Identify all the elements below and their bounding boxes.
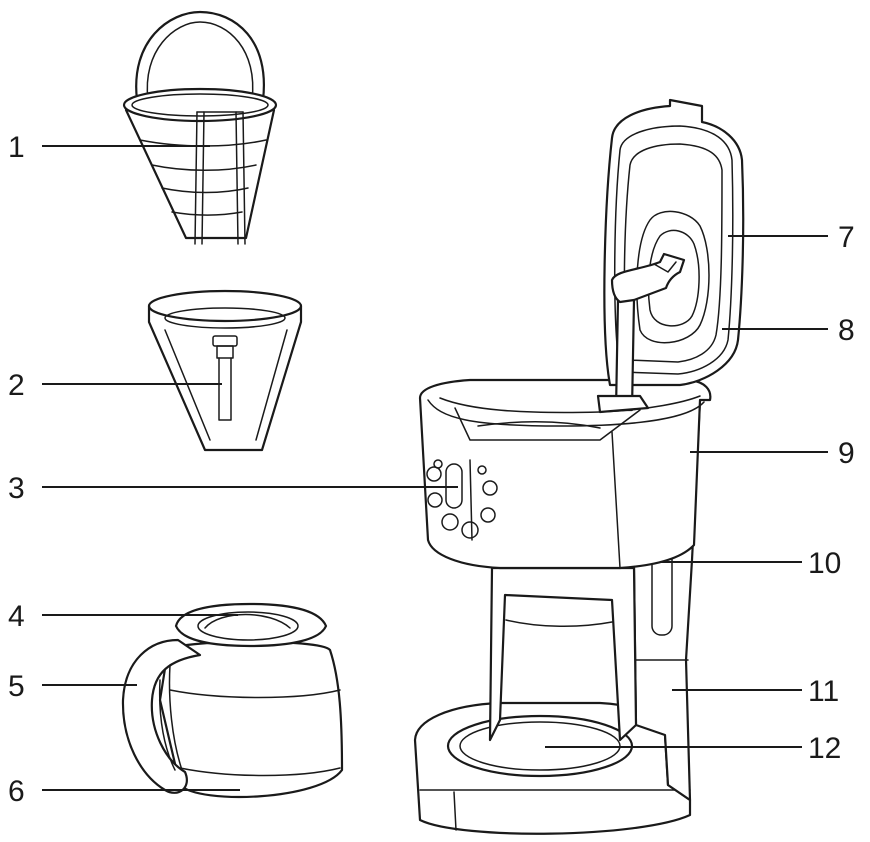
filter-holder <box>147 289 303 452</box>
callout-3: 3 <box>8 472 25 505</box>
coffee-maker-head <box>418 378 712 570</box>
leader-lines <box>42 145 828 791</box>
callout-8: 8 <box>838 314 855 347</box>
callout-2: 2 <box>8 369 25 402</box>
callout-10: 10 <box>808 547 841 580</box>
filter-basket <box>122 10 278 245</box>
callout-12: 12 <box>808 732 841 765</box>
reservoir-lid <box>596 98 745 414</box>
callout-4: 4 <box>8 600 25 633</box>
callout-6: 6 <box>8 775 25 808</box>
callout-11: 11 <box>808 675 839 708</box>
callout-1: 1 <box>8 131 25 164</box>
callout-7: 7 <box>838 221 855 254</box>
brew-chamber <box>488 566 638 742</box>
carafe <box>121 602 344 799</box>
callout-5: 5 <box>8 670 25 703</box>
callout-9: 9 <box>838 437 855 470</box>
callout-numbers: 1 2 3 4 5 6 7 8 9 10 11 12 <box>8 131 855 808</box>
